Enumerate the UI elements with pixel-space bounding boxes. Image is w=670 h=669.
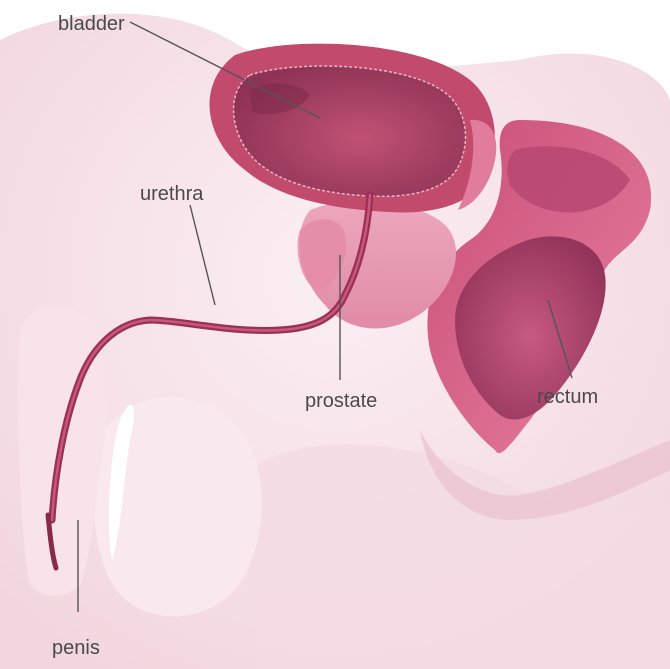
penis-label: penis (52, 637, 100, 659)
prostate-label: prostate (305, 390, 377, 412)
bladder-label: bladder (58, 13, 125, 35)
urethra-label: urethra (140, 183, 204, 205)
rectum-label: rectum (537, 386, 598, 408)
